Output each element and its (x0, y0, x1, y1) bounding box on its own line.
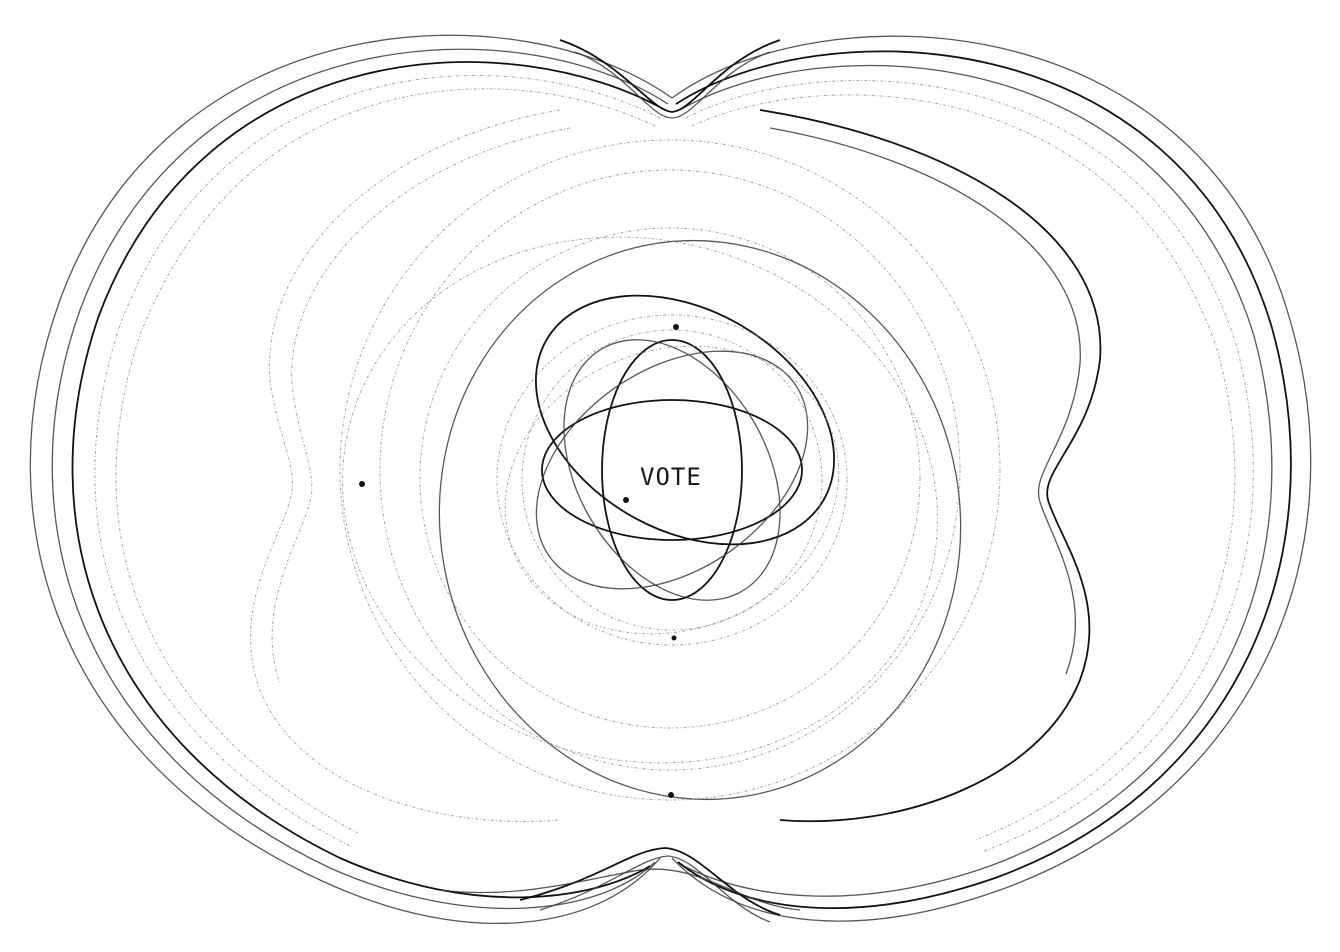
center-label: VOTE (640, 463, 702, 491)
left-inner-lobe (251, 110, 570, 821)
body-center (623, 497, 629, 503)
outer-right-lobe (672, 36, 1311, 921)
right-inner-lobe (760, 110, 1100, 821)
bottom-pinch (440, 848, 800, 922)
body-left (359, 481, 365, 487)
body-top (673, 324, 679, 330)
body-lower (672, 636, 677, 641)
outer-left-lobe (30, 35, 672, 923)
body-bottom (668, 792, 674, 798)
